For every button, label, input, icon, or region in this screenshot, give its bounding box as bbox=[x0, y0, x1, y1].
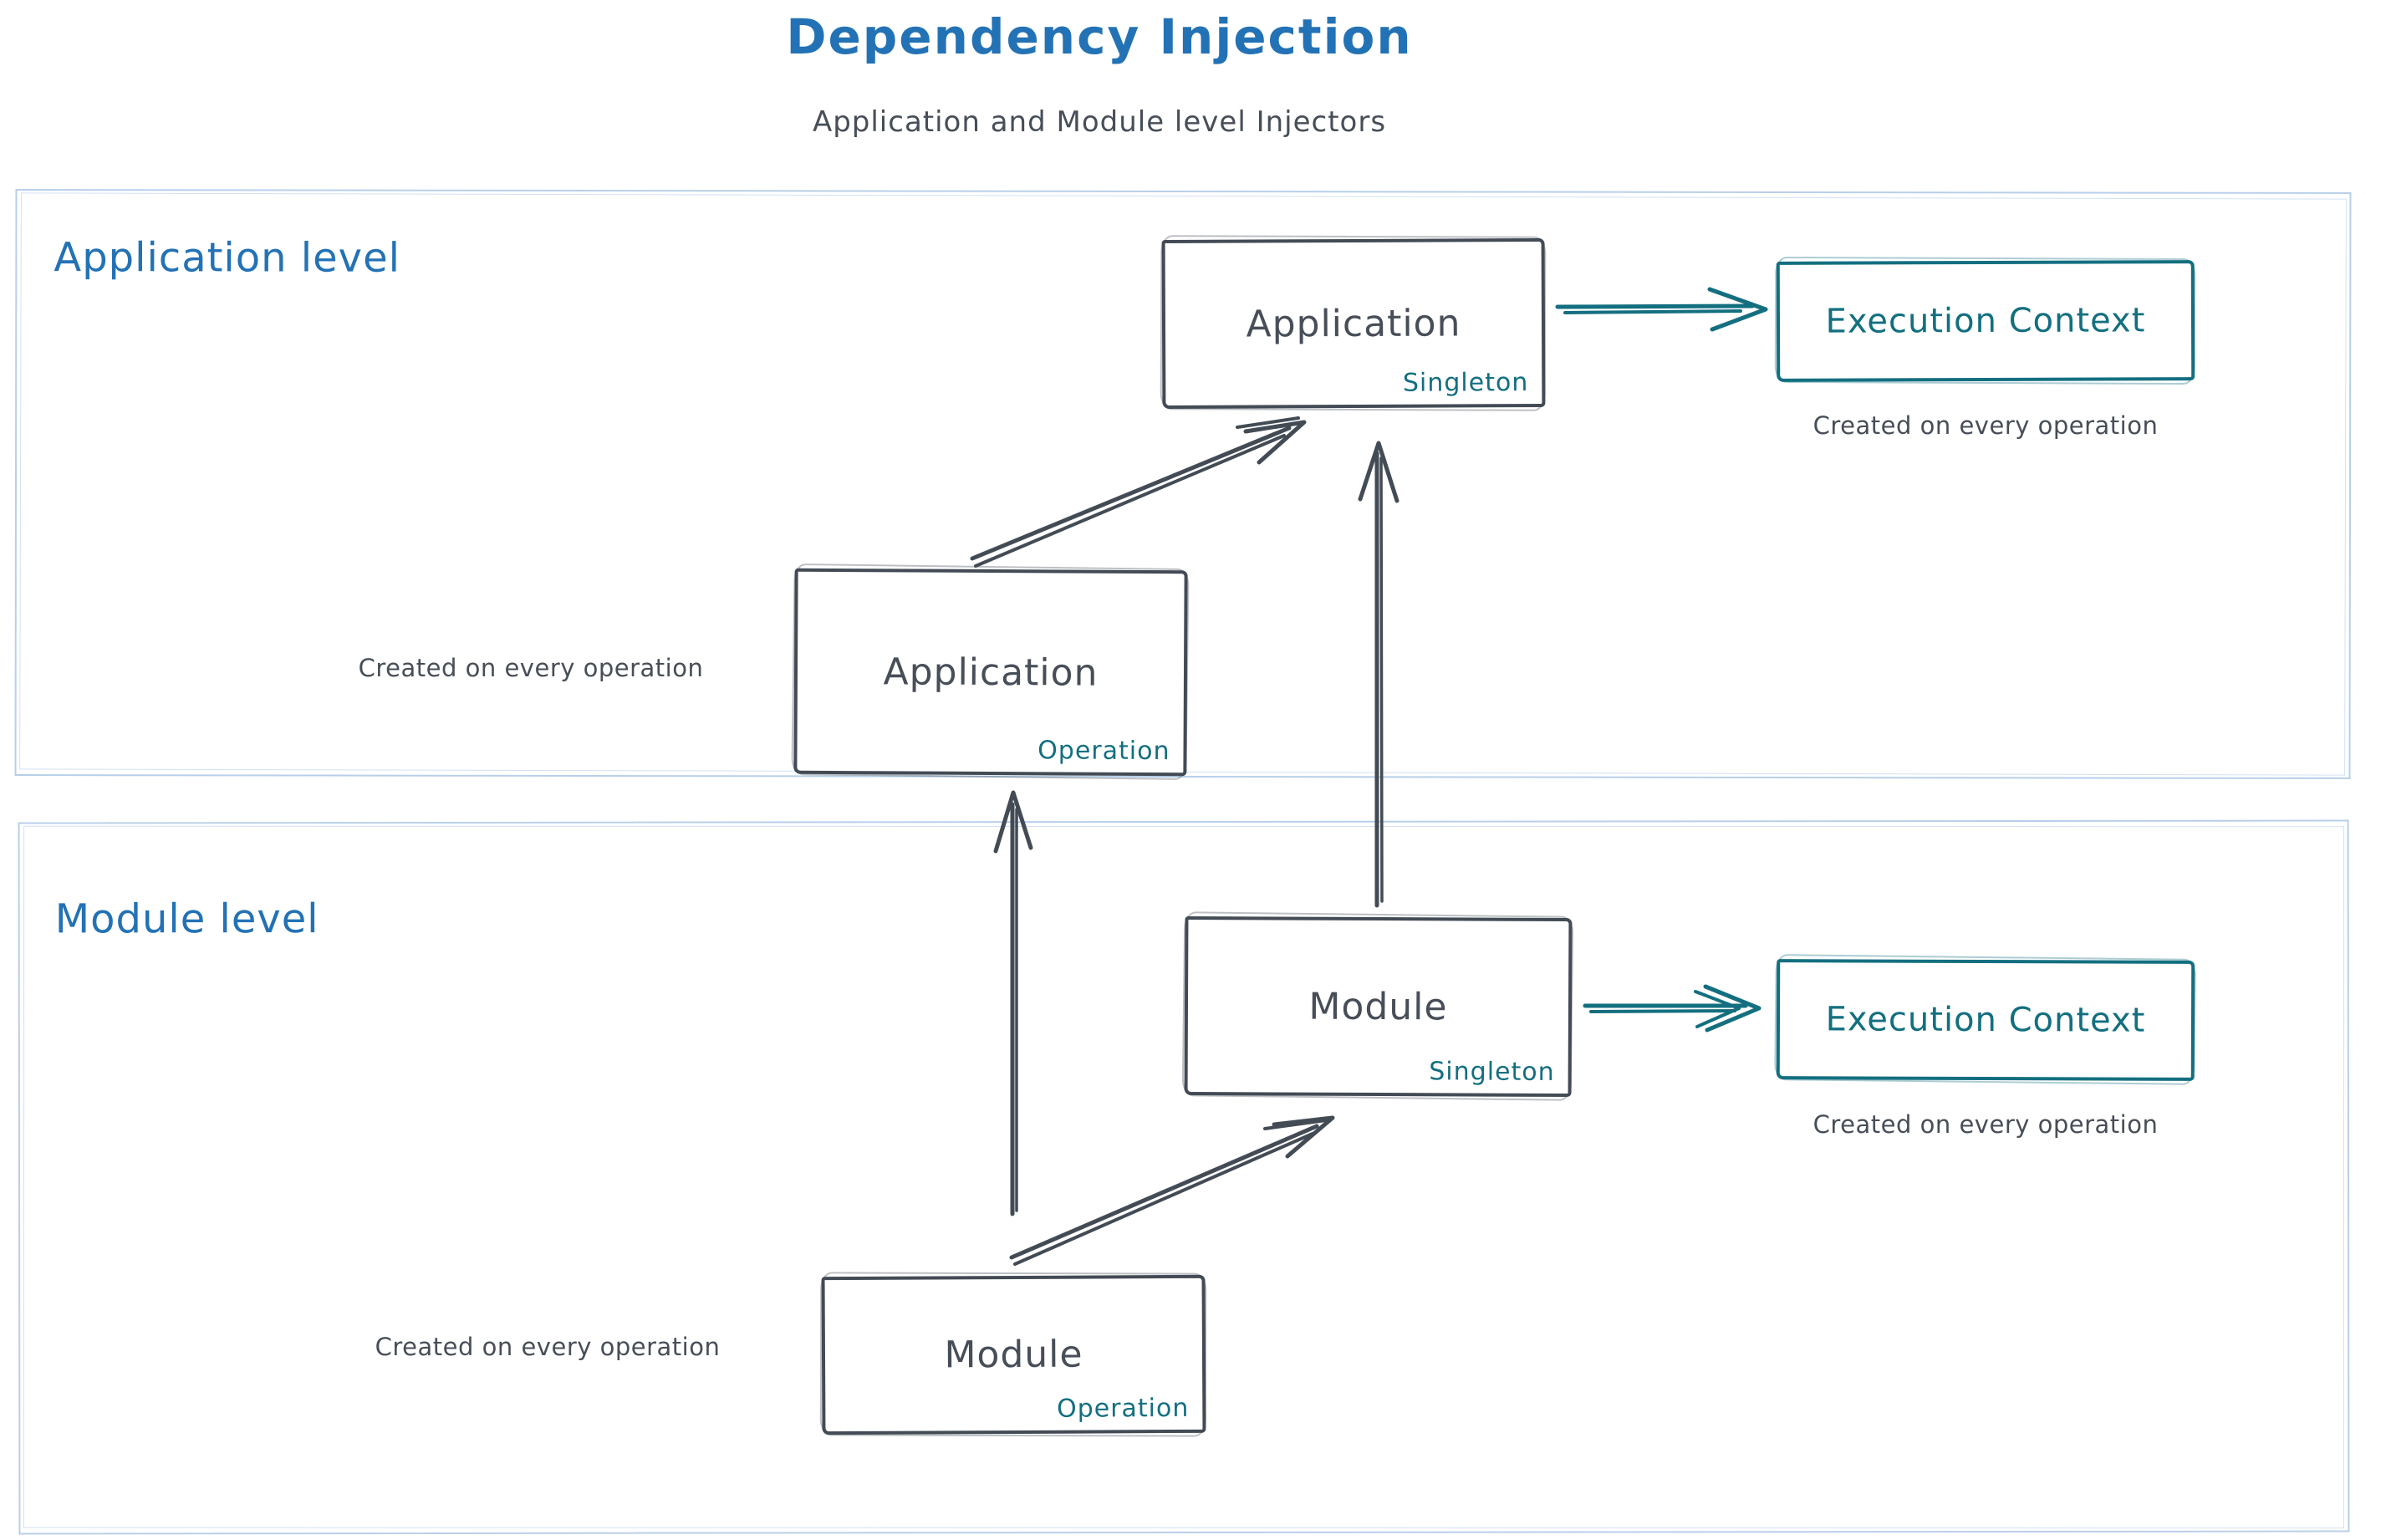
application-operation-caption: Created on every operation bbox=[358, 654, 704, 682]
application-singleton-scope-label: Singleton bbox=[1402, 368, 1529, 398]
module-operation-caption: Created on every operation bbox=[375, 1333, 721, 1361]
module-singleton-title: Module bbox=[1308, 985, 1448, 1028]
application-operation-title: Application bbox=[883, 650, 1099, 695]
application-execution-context-title: Execution Context bbox=[1825, 301, 2146, 341]
module-execution-context-box: Execution Context bbox=[1776, 959, 2195, 1081]
module-level-label: Module level bbox=[54, 895, 319, 943]
application-operation-box: Application Operation bbox=[793, 568, 1188, 777]
application-operation-scope-label: Operation bbox=[1038, 736, 1170, 767]
application-singleton-title: Application bbox=[1246, 301, 1461, 346]
application-level-label: Application level bbox=[54, 234, 401, 282]
diagram-title: Dependency Injection bbox=[786, 8, 1413, 65]
module-execution-context-caption: Created on every operation bbox=[1812, 1110, 2159, 1139]
module-operation-scope-label: Operation bbox=[1056, 1393, 1190, 1424]
diagram-subtitle: Application and Module level Injectors bbox=[812, 105, 1387, 139]
module-operation-title: Module bbox=[944, 1333, 1083, 1377]
module-execution-context-title: Execution Context bbox=[1825, 1000, 2146, 1040]
module-singleton-scope-label: Singleton bbox=[1429, 1057, 1555, 1087]
application-execution-context-caption: Created on every operation bbox=[1812, 411, 2159, 440]
application-execution-context-box: Execution Context bbox=[1776, 260, 2195, 382]
application-singleton-box: Application Singleton bbox=[1161, 238, 1546, 409]
module-singleton-box: Module Singleton bbox=[1184, 915, 1573, 1098]
module-operation-box: Module Operation bbox=[821, 1274, 1206, 1435]
